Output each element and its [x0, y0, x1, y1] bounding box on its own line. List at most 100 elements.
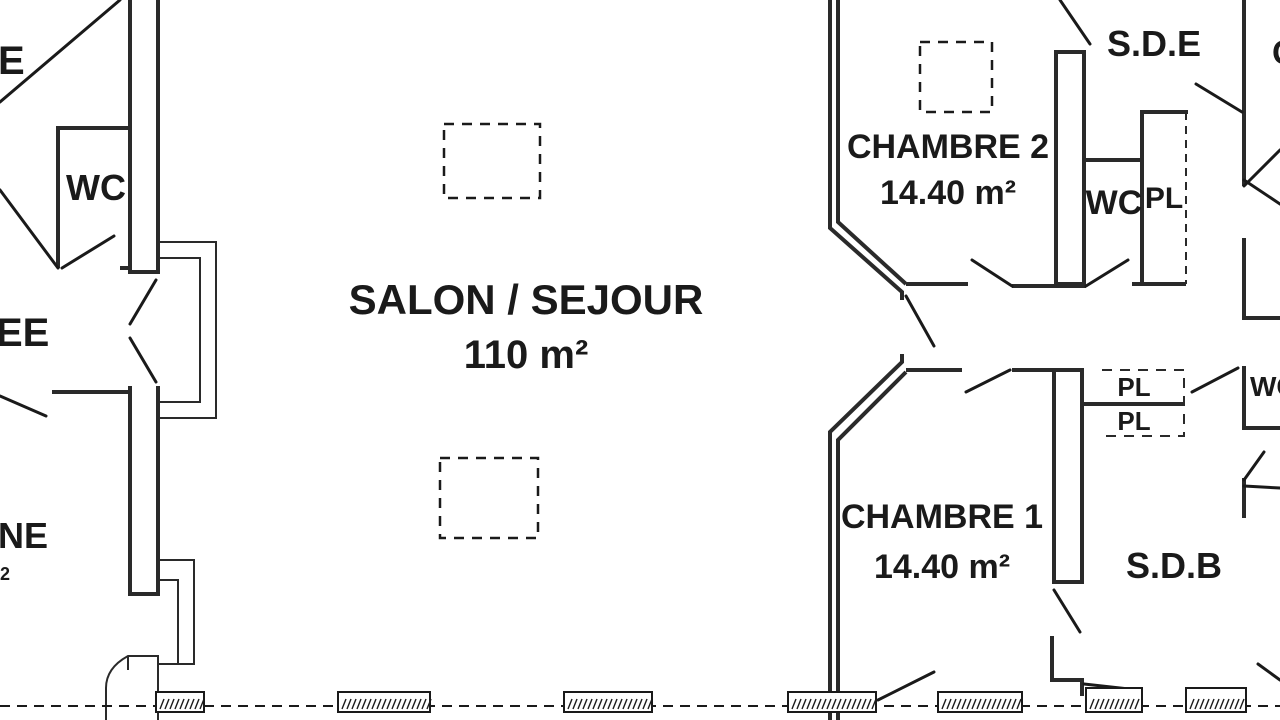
label-chambre1-name: CHAMBRE 1: [841, 498, 1043, 536]
hatch-line: [806, 698, 812, 710]
hatch-line: [811, 698, 817, 710]
hatch-line: [356, 698, 362, 710]
label-chambre2-name: CHAMBRE 2: [847, 128, 1049, 166]
hatch-line: [617, 698, 623, 710]
hatch-line: [1119, 698, 1125, 710]
skylight-upper: [442, 122, 542, 200]
label-top-right-partial: C: [1272, 34, 1280, 72]
hatch-line: [189, 698, 195, 710]
label-pl-top: PL: [1117, 372, 1150, 402]
hatch-line: [1099, 698, 1105, 710]
hatch-line: [831, 698, 837, 710]
hatch-line: [1189, 698, 1195, 710]
hatch-line: [386, 698, 392, 710]
hatch-line: [951, 698, 957, 710]
hatch-line: [1129, 698, 1135, 710]
label-salon-name: SALON / SEJOUR: [349, 276, 704, 323]
window-2: [337, 691, 431, 713]
hatch-line: [1209, 698, 1215, 710]
hatch-line: [421, 698, 427, 710]
hatch-line: [816, 698, 822, 710]
hatch-line: [602, 698, 608, 710]
hatch-line: [179, 698, 185, 710]
hatch-line: [1109, 698, 1115, 710]
hatch-line: [1229, 698, 1235, 710]
hatch-line: [426, 698, 432, 710]
hatch-line: [612, 698, 618, 710]
facade: [0, 687, 1280, 713]
hatch-line: [861, 698, 867, 710]
hatch-line: [801, 698, 807, 710]
hatch-line: [836, 698, 842, 710]
hatch-line: [577, 698, 583, 710]
hatch-line: [174, 698, 180, 710]
hatch-line: [956, 698, 962, 710]
hatch-line: [1006, 698, 1012, 710]
hatch-line: [592, 698, 598, 710]
hatch-line: [642, 698, 648, 710]
right-doors: [876, 0, 1280, 702]
hatch-line: [946, 698, 952, 710]
label-chambre2-area: 14.40 m²: [880, 174, 1016, 212]
hatch-line: [376, 698, 382, 710]
salon-skylights: [438, 40, 994, 540]
hatch-line: [996, 698, 1002, 710]
hatch-line: [416, 698, 422, 710]
label-top-left-partial: E: [0, 39, 25, 83]
hatch-line: [866, 698, 872, 710]
window-4: [787, 691, 877, 713]
hatch-line: [1219, 698, 1225, 710]
hatch-line: [647, 698, 653, 710]
hatch-line: [851, 698, 857, 710]
label-wc-left: WC: [66, 167, 126, 208]
label-salon-area: 110 m²: [464, 333, 589, 377]
hatch-line: [821, 698, 827, 710]
hatch-line: [841, 698, 847, 710]
hatch-line: [597, 698, 603, 710]
hatch-line: [1089, 698, 1095, 710]
hatch-line: [1016, 698, 1022, 710]
hatch-line: [1124, 698, 1130, 710]
hatch-line: [341, 698, 347, 710]
hatch-line: [194, 698, 200, 710]
left-doors: [0, 0, 158, 418]
hatch-line: [871, 698, 877, 710]
hatch-line: [826, 698, 832, 710]
hatch-line: [169, 698, 175, 710]
hatch-line: [1011, 698, 1017, 710]
hatch-line: [1134, 698, 1140, 710]
hatch-line: [572, 698, 578, 710]
window-3: [563, 691, 653, 713]
label-wc-mid: WC: [1086, 184, 1143, 222]
hatch-line: [371, 698, 377, 710]
hatch-line: [401, 698, 407, 710]
hatch-line: [632, 698, 638, 710]
hatch-line: [381, 698, 387, 710]
right-walls: [828, 0, 1280, 720]
room-labels: E WC EE NE 2 SALON / SEJOUR 110 m² CHAMB…: [0, 23, 1280, 586]
hatch-line: [976, 698, 982, 710]
hatch-line: [1204, 698, 1210, 710]
window-1: [155, 691, 205, 713]
hatch-line: [791, 698, 797, 710]
hatch-line: [1094, 698, 1100, 710]
hatch-line: [941, 698, 947, 710]
hatch-line: [1194, 698, 1200, 710]
hatch-line: [199, 698, 205, 710]
hatch-line: [1239, 698, 1245, 710]
hatch-line: [406, 698, 412, 710]
label-pl-bottom: PL: [1117, 406, 1150, 436]
hatch-line: [637, 698, 643, 710]
label-cuisine-partial: NE: [0, 515, 48, 556]
hatch-line: [1114, 698, 1120, 710]
hatch-line: [1104, 698, 1110, 710]
hatch-line: [971, 698, 977, 710]
hatch-line: [991, 698, 997, 710]
label-cuisine-area-partial: 2: [0, 564, 10, 584]
hatch-line: [986, 698, 992, 710]
hatch-line: [184, 698, 190, 710]
hatch-line: [1199, 698, 1205, 710]
label-entree-partial: EE: [0, 311, 49, 355]
hatch-line: [846, 698, 852, 710]
